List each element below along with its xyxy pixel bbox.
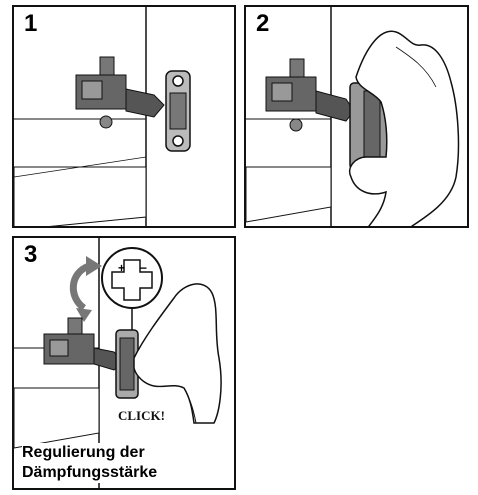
hinge — [43, 317, 139, 399]
rotate-arrow-icon — [69, 262, 91, 311]
step-2-panel: 2 — [244, 5, 469, 228]
step-3-illustration: + − — [14, 238, 222, 488]
svg-text:−: − — [140, 261, 147, 275]
plus-minus-icon: + − — [101, 247, 163, 330]
svg-text:+: + — [118, 261, 125, 275]
click-label: CLICK! — [118, 408, 165, 423]
step-1-illustration — [14, 7, 191, 226]
step-2-illustration — [246, 7, 460, 226]
step-number: 1 — [24, 10, 38, 37]
step-number: 2 — [256, 10, 270, 37]
step-3-panel: + − 3 CLICK! Regulierung der Dämpfungsst… — [12, 236, 236, 490]
caption-line-1: Regulierung der — [22, 444, 145, 461]
caption: Regulierung der Dämpfungsstärke — [22, 443, 197, 483]
caption-line-2: Dämpfungsstärke — [22, 464, 158, 481]
hand — [133, 283, 222, 424]
step-number: 3 — [24, 241, 38, 268]
step-1-panel: 1 — [12, 5, 236, 228]
hinge — [265, 58, 393, 170]
hinge — [75, 56, 191, 152]
hand — [349, 30, 460, 226]
